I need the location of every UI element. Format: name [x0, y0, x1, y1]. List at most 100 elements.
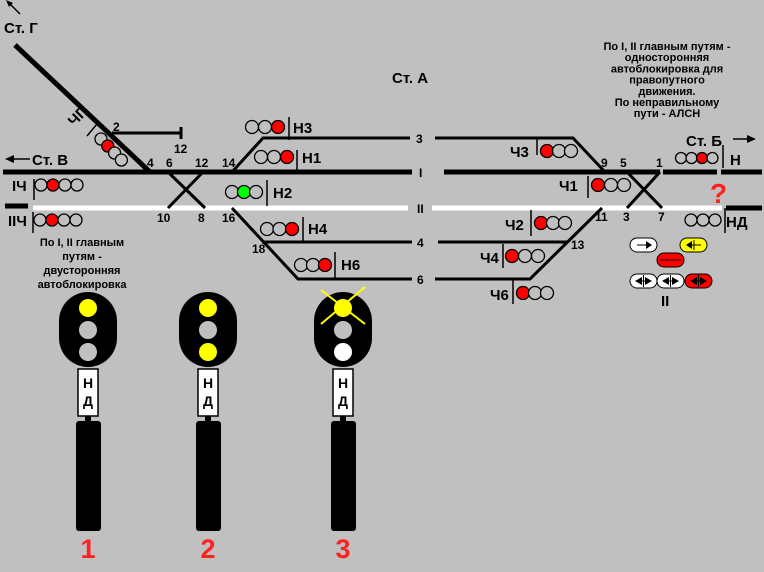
- note-line: односторонняя: [625, 52, 709, 64]
- switch-label: 6: [166, 156, 173, 170]
- switch-label: 1: [656, 156, 663, 170]
- note-line: По I, II главным путям -: [604, 41, 731, 53]
- signal-lamp: [557, 215, 573, 231]
- signal-lamp: [79, 321, 97, 339]
- signal-IIЧ[interactable]: IIЧ: [8, 212, 83, 233]
- signal-label: Ч2: [505, 217, 524, 234]
- signal-lamp: [224, 184, 240, 200]
- note-line: пути - АЛСН: [634, 108, 701, 120]
- indicator-double-arrow: [684, 273, 713, 289]
- signal-number: 1: [80, 534, 95, 564]
- note-line: правопутного: [629, 75, 705, 87]
- signal-Ч2[interactable]: Ч2: [505, 210, 573, 236]
- signal-lamp: [305, 257, 321, 273]
- station-g: Ст. Г: [4, 0, 38, 37]
- signal-lamp: [504, 248, 520, 264]
- indicator-stop-red: [656, 252, 685, 268]
- station-v: Ст. В: [5, 152, 68, 169]
- signal-Н1[interactable]: Н1: [253, 149, 322, 172]
- signal-mast: [86, 123, 98, 137]
- signal-label: Н1: [302, 150, 321, 167]
- signal-lamp: [685, 151, 698, 165]
- signal-lamp: [706, 151, 719, 165]
- big-signal-2: НД2: [179, 292, 237, 564]
- route-indicators: II: [629, 237, 713, 310]
- note-line: автоблокировка для: [611, 63, 723, 75]
- signal-label: Ч6: [490, 287, 509, 304]
- plate-letter: Д: [338, 393, 348, 409]
- switch-label: 11: [595, 210, 608, 224]
- signal-lamp: [58, 178, 72, 192]
- signal-Н[interactable]: Н: [674, 145, 741, 169]
- signal-label: Н: [730, 152, 741, 169]
- signal-Н3[interactable]: Н3: [244, 117, 313, 140]
- crossover-12-10: [166, 170, 205, 210]
- signal-lamp: [539, 143, 555, 159]
- signal-Н6[interactable]: Н6: [293, 252, 361, 278]
- signal-lamp: [284, 221, 300, 237]
- signal-Н2[interactable]: Н2: [224, 180, 293, 206]
- signal-IЧ[interactable]: IЧ: [12, 178, 84, 200]
- arrow-right-icon: [747, 135, 756, 143]
- signal-lamp: [270, 119, 286, 135]
- signal-lamp: [57, 213, 71, 227]
- signal-lamp: [259, 221, 275, 237]
- indicator-label: II: [661, 293, 669, 310]
- signal-post: [196, 421, 221, 531]
- signal-Ч3[interactable]: Ч3: [510, 138, 579, 161]
- track-label-I: I: [419, 166, 422, 180]
- signal-НД[interactable]: НД: [684, 208, 748, 233]
- switch-label: 10: [157, 211, 171, 225]
- indicator-double-arrow: [629, 273, 658, 289]
- signal-lamp: [530, 248, 546, 264]
- switch-label: 8: [198, 211, 205, 225]
- switch-label: 14: [222, 156, 236, 170]
- signal-lamp: [708, 213, 722, 227]
- switch-label: 2: [113, 120, 120, 134]
- signal-lamp: [517, 248, 533, 264]
- switch-label: 18: [252, 242, 266, 256]
- note-line: двусторонняя: [44, 265, 121, 277]
- signal-lamp: [248, 184, 264, 200]
- switch-label: 12: [174, 142, 188, 156]
- signal-lamp: [199, 321, 217, 339]
- indicator-left-yellow: [679, 237, 708, 253]
- signal-Н4[interactable]: Н4: [259, 217, 328, 243]
- signal-lamp: [545, 215, 561, 231]
- signal-Ч4[interactable]: Ч4: [480, 244, 546, 268]
- station-b-label: Ст. Б: [686, 133, 722, 150]
- note-line: путям -: [62, 251, 102, 263]
- signal-post: [76, 421, 101, 531]
- signal-lamp: [79, 343, 97, 361]
- note-line: автоблокировка: [38, 279, 128, 291]
- signal-lamp: [684, 213, 698, 227]
- signal-lamp: [616, 177, 632, 193]
- track-label-3: 3: [416, 132, 423, 146]
- note-line: движения.: [638, 86, 695, 98]
- signal-lamp: [279, 149, 295, 165]
- track-3-right: [435, 136, 607, 174]
- signal-lamp: [563, 143, 579, 159]
- signal-lamp: [539, 285, 555, 301]
- signal-lamp: [527, 285, 543, 301]
- signal-lamp: [244, 119, 260, 135]
- indicator-right-white: [629, 237, 658, 253]
- signal-lamp: [257, 119, 273, 135]
- signal-lamp: [34, 178, 48, 192]
- crossover-1-3: [625, 170, 662, 210]
- signal-Ч1[interactable]: Ч1: [559, 176, 632, 198]
- signal-lamp: [334, 299, 352, 317]
- signal-label: Н6: [341, 257, 360, 274]
- track-label-4: 4: [417, 236, 424, 250]
- signal-lamp: [695, 151, 709, 165]
- signal-lamp: [674, 151, 688, 165]
- signal-lamp: [46, 178, 60, 192]
- signal-Ч6[interactable]: Ч6: [490, 279, 555, 304]
- signal-lamp: [253, 149, 269, 165]
- signal-lamp: [69, 213, 83, 227]
- switch-label: 4: [147, 156, 154, 170]
